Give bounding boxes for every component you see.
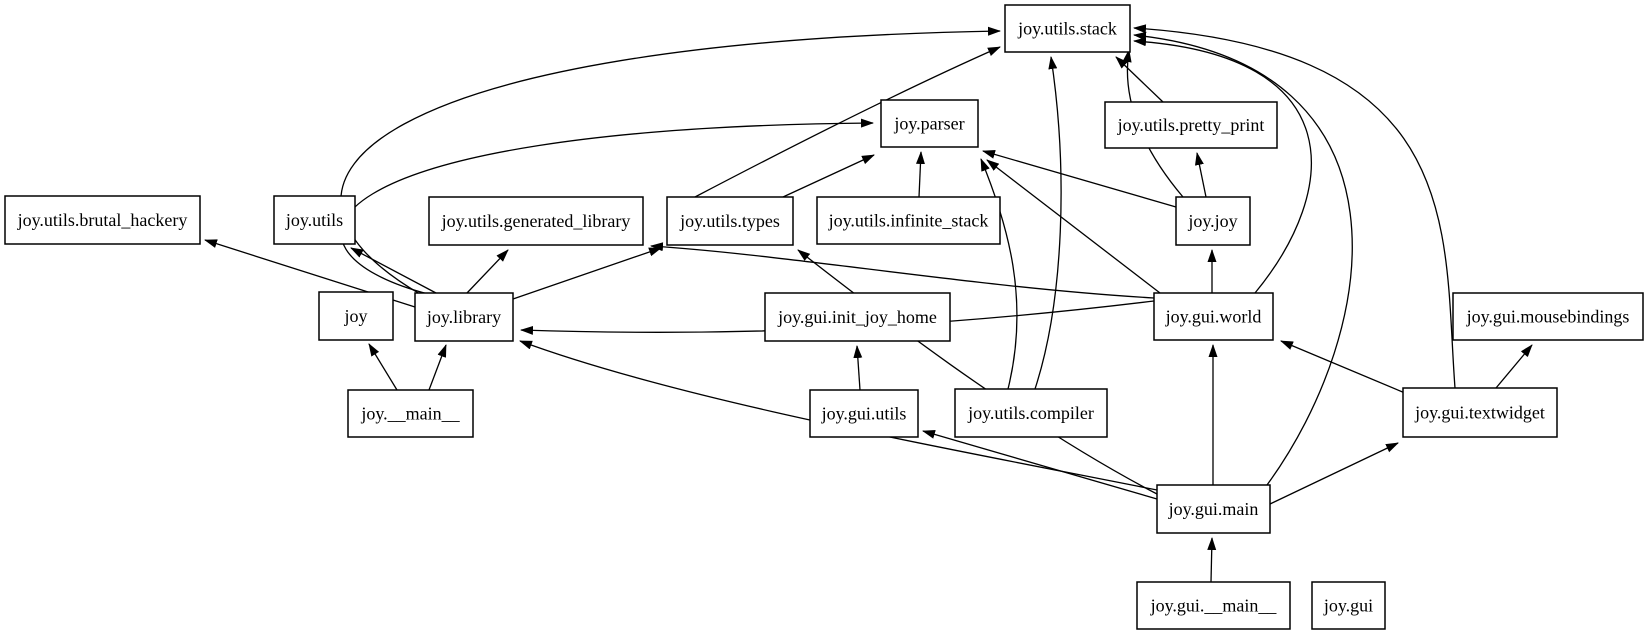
node-joy-utils-stack: joy.utils.stack — [1004, 4, 1131, 53]
edge-joy-gui-world-to-joy-utils-stack — [1133, 37, 1312, 294]
edge-joy-utils-compiler-to-joy-utils-stack — [1034, 56, 1062, 390]
edge-joy-gui-main-to-joy-gui-main — [1207, 537, 1217, 583]
node-joy-gui-world: joy.gui.world — [1153, 292, 1274, 341]
node-joy-utils-pretty-print: joy.utils.pretty_print — [1104, 101, 1278, 149]
node-box-joy-utils-types — [666, 196, 794, 246]
node-label-joy-gui: joy.gui — [1323, 596, 1373, 616]
edge-joy-gui-main-to-joy-gui-textwidget — [1269, 442, 1399, 505]
node-joy-gui-mousebindings: joy.gui.mousebindings — [1452, 292, 1644, 341]
node-label-joy-gui-utils: joy.gui.utils — [821, 404, 907, 424]
node-label-joy-gui-mousebindings: joy.gui.mousebindings — [1466, 307, 1630, 327]
node-box-joy-gui-main — [1156, 484, 1271, 534]
edge-joy-library-to-joy-utils-types — [512, 247, 662, 300]
node-label-joy-utils-brutal-hackery: joy.utils.brutal_hackery — [17, 210, 188, 230]
node-joy-utils: joy.utils — [273, 195, 356, 245]
node-joy-utils-types: joy.utils.types — [666, 196, 794, 246]
edge-joy-gui-main-to-joy-gui-utils — [922, 430, 1158, 500]
node-joy-utils-generated-library: joy.utils.generated_library — [428, 196, 644, 246]
edge-joy-gui-textwidget-to-joy-gui-mousebindings — [1495, 344, 1533, 389]
edge-joy-library-to-joy-parser — [340, 118, 874, 295]
node-joy-gui-init-joy-home: joy.gui.init_joy_home — [764, 292, 951, 342]
node-box-joy-utils-compiler — [954, 388, 1108, 438]
node-box-joy-utils-stack — [1004, 4, 1131, 53]
node-joy-gui-utils: joy.gui.utils — [809, 389, 919, 438]
node-joy-utils-infinite-stack: joy.utils.infinite_stack — [816, 196, 1001, 245]
node-joy-joy: joy.joy — [1175, 196, 1251, 246]
node-label-joy-parser: joy.parser — [893, 114, 964, 134]
node-box-joy-utils-generated-library — [428, 196, 644, 246]
node-label-joy: joy — [343, 306, 367, 326]
edge-joy-joy-to-joy-utils-pretty-print — [1194, 152, 1207, 198]
node-label-joy-utils-pretty-print: joy.utils.pretty_print — [1117, 115, 1265, 135]
node-label-joy-gui-main: joy.gui.main — [1168, 499, 1259, 519]
node-box-joy-gui-init-joy-home — [764, 292, 951, 342]
node-label-joy-main: joy.__main__ — [360, 404, 460, 424]
node-label-joy-utils-infinite-stack: joy.utils.infinite_stack — [828, 211, 989, 231]
node-label-joy-utils-compiler: joy.utils.compiler — [967, 403, 1094, 423]
edge-joy-gui-world-to-joy-parser — [986, 159, 1161, 294]
node-box-joy-utils — [273, 195, 356, 245]
node-joy-main: joy.__main__ — [347, 389, 474, 438]
node-label-joy-joy: joy.joy — [1187, 211, 1237, 231]
node-box-joy-gui — [1311, 581, 1386, 630]
edge-joy-utils-pretty-print-to-joy-utils-stack — [1115, 56, 1164, 103]
node-box-joy — [318, 291, 394, 341]
node-box-joy-joy — [1175, 196, 1251, 246]
edge-joy-gui-world-to-joy-utils-generated-library — [650, 242, 1155, 299]
node-joy-utils-compiler: joy.utils.compiler — [954, 388, 1108, 438]
node-joy-library: joy.library — [414, 292, 514, 342]
node-label-joy-utils-generated-library: joy.utils.generated_library — [441, 211, 631, 231]
node-label-joy-gui-init-joy-home: joy.gui.init_joy_home — [777, 307, 937, 327]
edge-joy-library-to-joy-utils-generated-library — [466, 249, 509, 294]
node-box-joy-gui-textwidget — [1402, 387, 1558, 438]
edge-joy-library-to-joy-utils-stack — [340, 26, 1001, 295]
node-box-joy-library — [414, 292, 514, 342]
edge-joy-gui-main-to-joy-utils-stack — [1133, 31, 1353, 486]
node-box-joy-gui-mousebindings — [1452, 292, 1644, 341]
node-joy-gui-textwidget: joy.gui.textwidget — [1402, 387, 1558, 438]
edge-joy-gui-textwidget-to-joy-gui-world — [1280, 340, 1406, 394]
edge-joy-utils-compiler-to-joy-parser — [980, 158, 1018, 390]
node-box-joy-gui-utils — [809, 389, 919, 438]
edge-joy-utils-types-to-joy-utils-stack — [694, 46, 1001, 198]
node-joy-utils-brutal-hackery: joy.utils.brutal_hackery — [4, 195, 201, 245]
node-label-joy-utils: joy.utils — [285, 210, 343, 230]
node-label-joy-library: joy.library — [426, 307, 501, 327]
edge-joy-gui-main-to-joy-utils-types — [797, 249, 1158, 495]
node-joy: joy — [318, 291, 394, 341]
node-label-joy-gui-world: joy.gui.world — [1165, 307, 1262, 327]
node-box-joy-parser — [880, 99, 979, 148]
node-box-joy-main — [347, 389, 474, 438]
node-joy-gui-main: joy.gui.__main__ — [1136, 581, 1291, 630]
edge-joy-main-to-joy — [368, 343, 398, 391]
edge-joy-utils-infinite-stack-to-joy-parser — [915, 151, 925, 198]
node-label-joy-utils-types: joy.utils.types — [679, 211, 780, 231]
node-box-joy-utils-infinite-stack — [816, 196, 1001, 245]
nodes-layer: joy.utils.stack joy.parser joy.utils.prett… — [4, 4, 1644, 630]
node-joy-gui: joy.gui — [1311, 581, 1386, 630]
edge-joy-main-to-joy-library — [428, 344, 447, 391]
node-label-joy-gui-main: joy.gui.__main__ — [1150, 596, 1278, 616]
edge-joy-joy-to-joy-parser — [982, 150, 1177, 208]
node-box-joy-gui-main — [1136, 581, 1291, 630]
edge-joy-library-to-joy-utils — [350, 247, 437, 294]
edge-joy-gui-utils-to-joy-gui-init-joy-home — [853, 345, 863, 391]
edge-joy-gui-textwidget-to-joy-utils-stack — [1133, 24, 1456, 389]
node-box-joy-gui-world — [1153, 292, 1274, 341]
node-box-joy-utils-brutal-hackery — [4, 195, 201, 245]
edge-joy-utils-types-to-joy-parser — [782, 154, 875, 198]
node-label-joy-utils-stack: joy.utils.stack — [1017, 19, 1117, 39]
node-label-joy-gui-textwidget: joy.gui.textwidget — [1414, 403, 1545, 423]
node-joy-parser: joy.parser — [880, 99, 979, 148]
node-joy-gui-main: joy.gui.main — [1156, 484, 1271, 534]
node-box-joy-utils-pretty-print — [1104, 101, 1278, 149]
